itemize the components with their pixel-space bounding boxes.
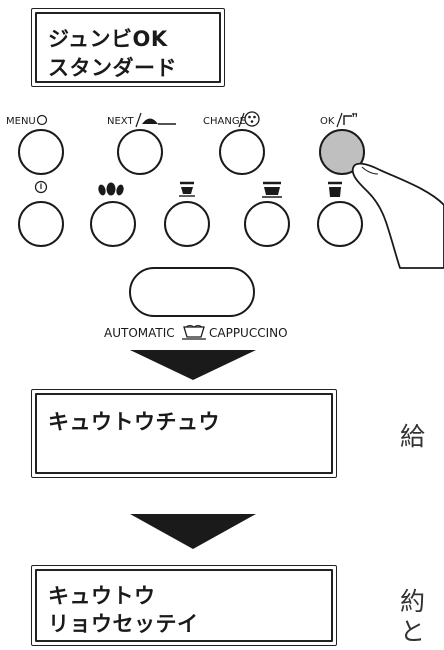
menu-button[interactable] (18, 129, 64, 175)
change-button[interactable] (219, 129, 265, 175)
change-label: CHANGE (203, 116, 246, 127)
cappuccino-cup-icon (182, 325, 206, 340)
coffee-cup-icon (262, 181, 282, 198)
lcd-line: キュウトウチュウ (48, 410, 220, 434)
lcd-display-dispensing: キュウトウチュウ (31, 389, 337, 478)
lcd-display-ready: ジュンビOK スタンダード (31, 8, 225, 87)
side-note: 約 (400, 587, 426, 616)
coffee-button[interactable] (244, 201, 290, 247)
side-note: と (400, 617, 426, 646)
side-note: 給 (400, 422, 426, 451)
lcd-display-amount-setting: キュウトウ リョウセッテイ (31, 565, 337, 646)
espresso-button[interactable] (164, 201, 210, 247)
down-arrow-icon (130, 514, 256, 549)
ok-button[interactable] (319, 129, 365, 175)
lcd-line: リョウセッテイ (48, 612, 199, 636)
espresso-cup-icon (179, 181, 195, 197)
lcd-line: キュウトウ (48, 584, 156, 608)
cappuccino-label: CAPPUCCINO (209, 326, 288, 340)
bean-button[interactable] (90, 201, 136, 247)
ok-label: OK (320, 116, 335, 127)
automatic-label: AUTOMATIC (104, 326, 175, 340)
bean-selector-icon (238, 111, 260, 128)
automatic-cappuccino-button[interactable] (129, 267, 255, 317)
power-icon (34, 180, 48, 194)
milk-frother-icon (135, 112, 176, 128)
menu-label: MENU (6, 116, 36, 127)
next-button[interactable] (117, 129, 163, 175)
hot-water-icon (336, 112, 357, 128)
down-arrow-icon (130, 350, 256, 380)
power-button[interactable] (18, 201, 64, 247)
mug-icon (328, 181, 342, 197)
lcd-line: ジュンビOK (48, 27, 168, 51)
coffee-beans-icon (98, 182, 124, 196)
next-label: NEXT (107, 116, 134, 127)
top-row-labels: MENU NEXT CHANGE OK (6, 111, 357, 128)
mug-button[interactable] (317, 201, 363, 247)
lcd-line: スタンダード (48, 56, 177, 80)
circle-icon (36, 114, 48, 126)
pressing-hand-icon (351, 162, 444, 269)
